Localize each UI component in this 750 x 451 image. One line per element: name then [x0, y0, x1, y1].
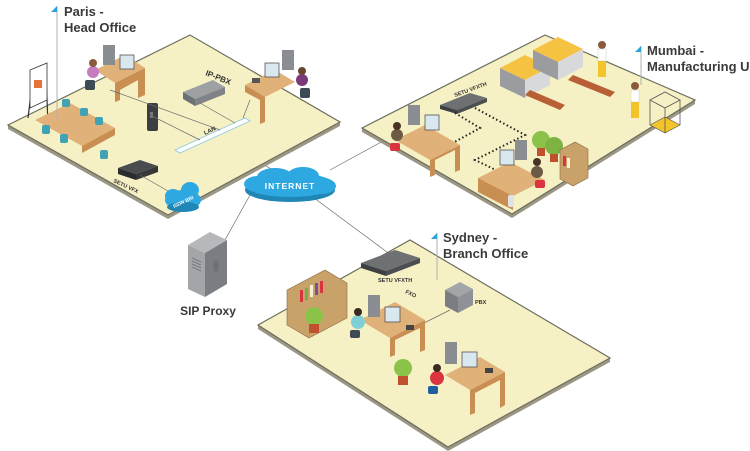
- sydney-floor-plate: [256, 239, 612, 448]
- pbx-label: PBX: [475, 300, 487, 306]
- mumbai-floor-plate: [360, 34, 697, 215]
- mumbai-workstation-2: [478, 140, 545, 210]
- mumbai-site-label-line1: Mumbai -: [647, 43, 704, 58]
- setu-vfxth-sydney-device: [361, 250, 420, 276]
- sip-proxy-label: SIP Proxy: [180, 304, 236, 318]
- paris-site-label-line1: Paris -: [64, 4, 104, 19]
- sydney-bookshelf: [286, 269, 348, 339]
- setu-vfx-device: [118, 160, 158, 180]
- sydney-site-label-line1: Sydney -: [443, 230, 497, 245]
- meeting-table: [35, 99, 115, 159]
- mumbai-flag-icon: [635, 46, 641, 52]
- sydney-workstation-2: [428, 342, 505, 415]
- sip-proxy-server: [188, 232, 227, 297]
- paris-workstation-1: [85, 45, 145, 102]
- sydney-plants: [305, 307, 412, 385]
- paris-workstation-2: [245, 50, 310, 124]
- pbx-device: [445, 282, 473, 313]
- manufacturing-machine-2: [533, 37, 615, 97]
- factory-worker-1: [597, 41, 607, 77]
- paris-flag-icon: [51, 6, 57, 12]
- flipchart: [27, 62, 49, 126]
- factory-worker-2: [630, 82, 640, 118]
- paris-floor: IP-PBX LAN SETU VFX ISDN: [6, 6, 342, 219]
- link-internet-sip-proxy: [224, 194, 251, 241]
- internet-label: INTERNET: [265, 181, 316, 191]
- mumbai-site-label-line2: Manufacturing Unit: [647, 59, 750, 74]
- product-cage: [649, 91, 681, 134]
- link-internet-sydney: [309, 194, 396, 259]
- mumbai-floor: SETU VFXTH: [360, 34, 697, 218]
- sydney-floor: SETU VFXTH FXO PBX: [256, 233, 612, 451]
- mumbai-plants: [532, 131, 563, 162]
- mumbai-bookshelf: [559, 141, 589, 187]
- ip-pbx-device: [183, 80, 225, 106]
- mumbai-workstation-1: [390, 105, 460, 177]
- dotted-link-2: [472, 107, 528, 173]
- lan-label: LAN: [203, 126, 217, 137]
- setu-vfxth-sydney-label: SETU VFXTH: [378, 278, 412, 284]
- lan-switch: [109, 89, 251, 154]
- sydney-workstation-1: [350, 295, 425, 357]
- paris-site-label-line2: Head Office: [64, 20, 136, 35]
- paris-gateway: [147, 103, 158, 131]
- isdn-bri-cloud: [165, 182, 201, 212]
- sydney-flag-icon: [431, 233, 437, 239]
- fxo-label: FXO: [404, 289, 417, 300]
- setu-vfxth-mumbai-device: [440, 93, 487, 114]
- internet-cloud: [244, 167, 336, 202]
- sydney-site-label-line2: Branch Office: [443, 246, 528, 261]
